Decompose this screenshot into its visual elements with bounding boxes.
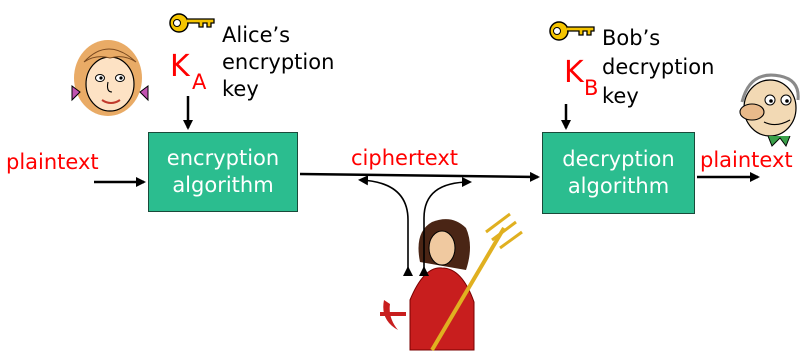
bob-key-subscript: B bbox=[584, 76, 599, 100]
encryption-box-line2: algorithm bbox=[172, 173, 274, 197]
bob-key-label-line1: Bob’s bbox=[602, 26, 661, 50]
alice-face-icon bbox=[71, 40, 149, 116]
encryption-algorithm-box: encryption algorithm bbox=[148, 132, 298, 212]
decryption-box-line1: decryption bbox=[562, 147, 675, 171]
alice-key-label-line3: key bbox=[222, 77, 259, 101]
decryption-box-line2: algorithm bbox=[567, 174, 670, 198]
alice-key-label-line2: encryption bbox=[222, 50, 335, 74]
alice-key-subscript: A bbox=[192, 70, 207, 94]
alice-key-symbol: K bbox=[170, 49, 190, 84]
bob-key-label-line2: decryption bbox=[602, 55, 715, 79]
trudy-devil-icon bbox=[380, 212, 523, 352]
bob-key-symbol: K bbox=[564, 55, 584, 90]
encryption-box-line1: encryption bbox=[166, 146, 280, 170]
bob-key-icon bbox=[549, 21, 595, 41]
alice-key-icon bbox=[169, 13, 215, 33]
plaintext-input-label: plaintext bbox=[6, 150, 99, 174]
plaintext-output-label: plaintext bbox=[700, 148, 793, 172]
bob-key-label-line3: key bbox=[602, 84, 639, 108]
intercept-right-arrow bbox=[419, 177, 472, 276]
alice-key-label-line1: Alice’s bbox=[222, 23, 291, 47]
decryption-algorithm-box: decryption algorithm bbox=[542, 132, 695, 214]
bob-face-icon bbox=[739, 73, 800, 148]
intercept-left-arrow bbox=[358, 175, 413, 276]
ciphertext-label: ciphertext bbox=[351, 146, 459, 170]
ciphertext-arrow bbox=[299, 171, 540, 182]
